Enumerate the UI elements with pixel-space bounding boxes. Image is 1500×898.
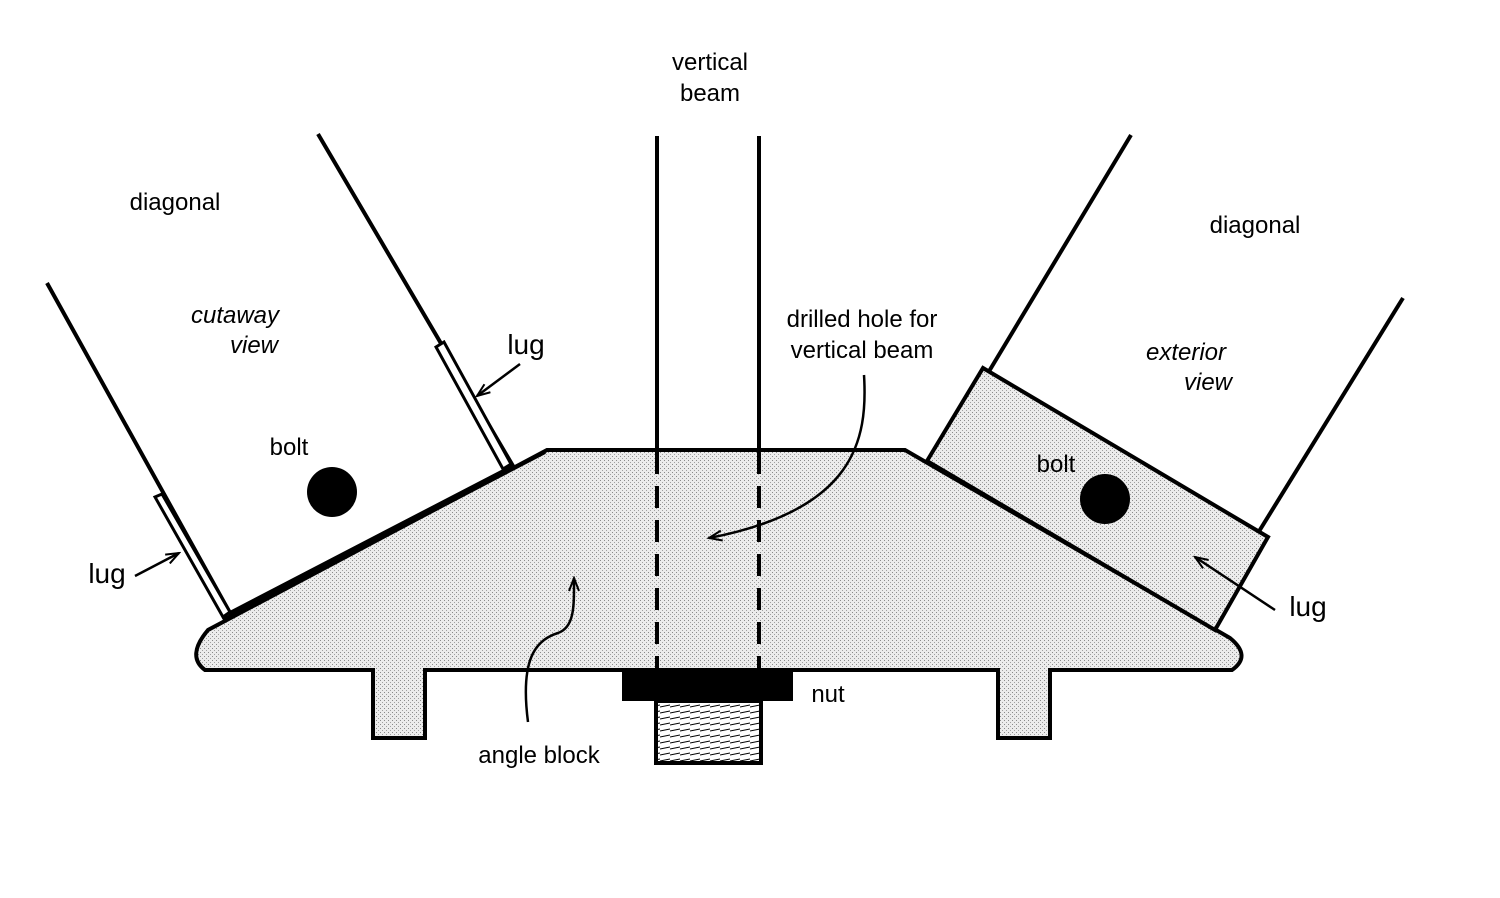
angle-block-arrow	[524, 578, 574, 723]
upper-left-lug	[434, 339, 513, 472]
exterior-label-line1: exterior	[1146, 339, 1227, 366]
angle-block-body	[194, 448, 1244, 740]
right-diagonal-exterior	[924, 133, 1405, 633]
cutaway-label-line1: cutaway	[191, 302, 281, 329]
bolt-right-label: bolt	[1037, 451, 1076, 478]
lug-lower-left-arrow	[134, 553, 179, 578]
lug-upper-left-arrow	[477, 362, 521, 396]
lug-right-arrow	[1195, 557, 1276, 612]
diagonal-right-label: diagonal	[1210, 212, 1301, 239]
nut-label: nut	[811, 681, 845, 708]
vertical-beam-label-line2: beam	[680, 80, 740, 107]
lug-upper-left-label: lug	[507, 329, 544, 360]
lug-lower-left-label: lug	[88, 558, 125, 589]
left-diagonal-cutaway	[45, 132, 546, 622]
bolt-right	[1080, 474, 1130, 524]
drilled-hole-arrow	[709, 374, 866, 538]
nut	[622, 670, 793, 701]
drilled-hole-label-line2: vertical beam	[791, 337, 934, 364]
vertical-beam-label-line1: vertical	[672, 49, 748, 76]
threaded-stub	[654, 699, 763, 765]
bolt-left-label: bolt	[270, 434, 309, 461]
cutaway-label-line2: view	[230, 332, 280, 359]
lug-right-label: lug	[1289, 591, 1326, 622]
lower-left-lug	[152, 492, 232, 620]
drilled-hole-label-line1: drilled hole for	[787, 306, 938, 333]
diagonal-left-label: diagonal	[130, 189, 221, 216]
angle-block-label: angle block	[478, 742, 600, 769]
exterior-label-line2: view	[1184, 369, 1234, 396]
bolt-left	[307, 467, 357, 517]
